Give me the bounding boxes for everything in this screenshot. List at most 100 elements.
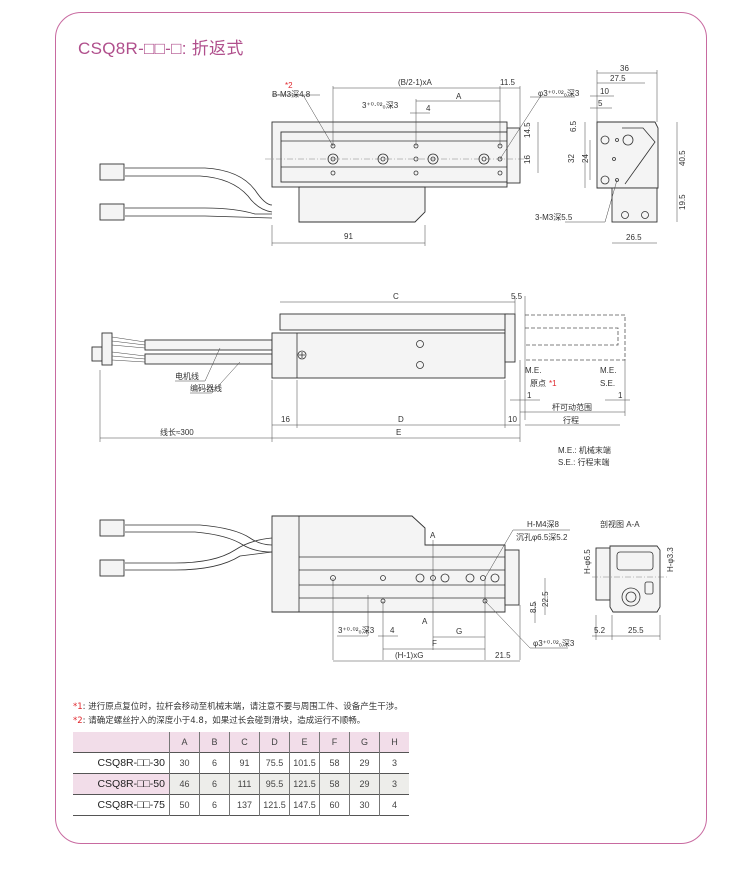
- middle-view: C 5.5 电机线 编码器线 M.E. 原点 *1 M.E. S.E. 1 1 …: [91, 292, 630, 467]
- value-cell: H: [379, 732, 409, 753]
- side-dim-36: 36: [620, 64, 629, 73]
- page-title: CSQ8R-□□-□: 折返式: [78, 39, 244, 58]
- rod: [279, 313, 509, 331]
- actuator-body: [271, 332, 506, 379]
- note-2: *2: 请确定螺丝拧入的深度小于4.8，如果过长会碰到滑块，造成运行不顺畅。: [73, 714, 403, 728]
- value-cell: 121.5: [289, 773, 320, 795]
- dim-4: 4: [426, 104, 431, 113]
- side-dim-5: 5: [598, 99, 603, 108]
- dim-8-5: 8.5: [529, 601, 538, 613]
- value-cell: 91: [229, 752, 260, 774]
- tap-hole-callout: B-M3深4.8: [272, 90, 311, 99]
- me-left-label: M.E.: [525, 366, 541, 375]
- section-view-body: [609, 545, 661, 613]
- slider-table: [280, 131, 508, 183]
- model-cell: CSQ8R-□□-50: [73, 773, 170, 795]
- connector-icon: [99, 519, 125, 537]
- section-a-marker-bottom: A: [422, 617, 428, 626]
- dim-pitch-label: (B/2-1)xA: [398, 78, 432, 87]
- me-right-label: M.E.: [600, 366, 616, 375]
- end-plate: [504, 549, 520, 606]
- model-cell: CSQ8R-□□-30: [73, 752, 170, 774]
- value-cell: 46: [169, 773, 200, 795]
- side-dim-32: 32: [567, 154, 576, 163]
- encoder-cable: [125, 207, 272, 215]
- connector-icon: [99, 559, 125, 577]
- value-cell: D: [259, 732, 290, 753]
- dim-c: C: [393, 292, 399, 301]
- dim-14-5: 14.5: [523, 122, 532, 138]
- section-title: 剖视图 A-A: [600, 519, 640, 529]
- value-cell: G: [349, 732, 380, 753]
- side-dim-27-5: 27.5: [610, 74, 626, 83]
- connector-icon: [99, 203, 125, 221]
- pin-hole-right-callout: φ3⁺⁰·⁰²₀深3: [533, 639, 575, 648]
- motor-cable: [125, 524, 273, 546]
- value-cell: 147.5: [289, 794, 320, 816]
- value-cell: B: [199, 732, 230, 753]
- motor-cable: [144, 339, 273, 351]
- side-dim-24: 24: [581, 154, 590, 163]
- section-dim-6-5: H-φ6.5: [583, 549, 592, 574]
- end-plate: [506, 127, 521, 184]
- end-plate: [504, 313, 516, 363]
- value-cell: 6: [199, 773, 230, 795]
- value-cell: 101.5: [289, 752, 320, 774]
- value-cell: 95.5: [259, 773, 290, 795]
- dim-11-5: 11.5: [500, 78, 516, 87]
- value-cell: F: [319, 732, 350, 753]
- value-cell: 58: [319, 773, 350, 795]
- section-dim-3-3: H-φ3.3: [666, 547, 675, 572]
- side-dim-6-5: 6.5: [569, 120, 578, 132]
- connector-icon: [99, 163, 125, 181]
- note-1-text: : 进行原点复位时，拉杆会移动至机械末端，请注意不要与周围工件、设备产生干涉。: [82, 702, 403, 712]
- side-dim-40-5: 40.5: [678, 150, 687, 166]
- tap-callout: H-M4深8: [527, 520, 560, 529]
- encoder-cable-edge: [125, 215, 273, 219]
- side-view-body: [596, 121, 659, 189]
- section-a-marker-top: A: [430, 531, 436, 540]
- dim-g: G: [456, 627, 462, 636]
- dim-16: 16: [523, 155, 532, 164]
- dim-e: E: [396, 428, 401, 437]
- motor-cable-label: 电机线: [175, 371, 199, 381]
- legend-me: M.E.: 机械末端: [558, 445, 611, 455]
- value-cell: E: [289, 732, 320, 753]
- motor-cable-edge: [125, 175, 273, 213]
- value-cell: A: [169, 732, 200, 753]
- value-cell: 111: [229, 773, 260, 795]
- rod-extended-position: [525, 314, 626, 361]
- origin-label: 原点: [530, 379, 546, 388]
- section-view-flange: [595, 547, 611, 601]
- dim-21-5: 21.5: [495, 651, 511, 660]
- rod-range-label: 杆可动范围: [552, 402, 592, 412]
- note-2-text: : 请确定螺丝拧入的深度小于4.8，如果过长会碰到滑块，造成运行不顺畅。: [82, 716, 366, 726]
- origin-note-ref: *1: [549, 379, 557, 388]
- note-1: *1: 进行原点复位时，拉杆会移动至机械末端，请注意不要与周围工件、设备产生干涉…: [73, 700, 403, 714]
- value-cell: 60: [319, 794, 350, 816]
- page-frame: [55, 12, 707, 844]
- dim-a: A: [456, 92, 462, 101]
- dim-1-right: 1: [618, 391, 623, 400]
- section-dim-25-5: 25.5: [628, 626, 644, 635]
- section-dim-5-2: 5.2: [594, 626, 606, 635]
- side-dim-26-5: 26.5: [626, 233, 642, 242]
- dim-f: F: [432, 639, 437, 648]
- connector-icon: [91, 346, 103, 362]
- value-cell: 30: [169, 752, 200, 774]
- bottom-view: A A H-M4深8 沉孔φ6.5深5.2 3⁺⁰·⁰²₀深3 4 G F (H…: [99, 515, 675, 662]
- value-cell: 3: [391, 758, 397, 768]
- motor-cable: [125, 167, 273, 206]
- stroke-label: 行程: [563, 415, 579, 425]
- notes: *1: 进行原点复位时，拉杆会移动至机械末端，请注意不要与周围工件、设备产生干涉…: [73, 700, 403, 728]
- dim-d: D: [398, 415, 404, 424]
- cable-length-label: 线长≈300: [160, 427, 194, 437]
- dim-pitch-h: (H-1)xG: [395, 651, 423, 660]
- actuator-body: [271, 515, 506, 613]
- value-cell: C: [229, 732, 260, 753]
- side-tap-callout: 3-M3深5.5: [535, 213, 573, 222]
- note-1-mark: *1: [73, 702, 83, 712]
